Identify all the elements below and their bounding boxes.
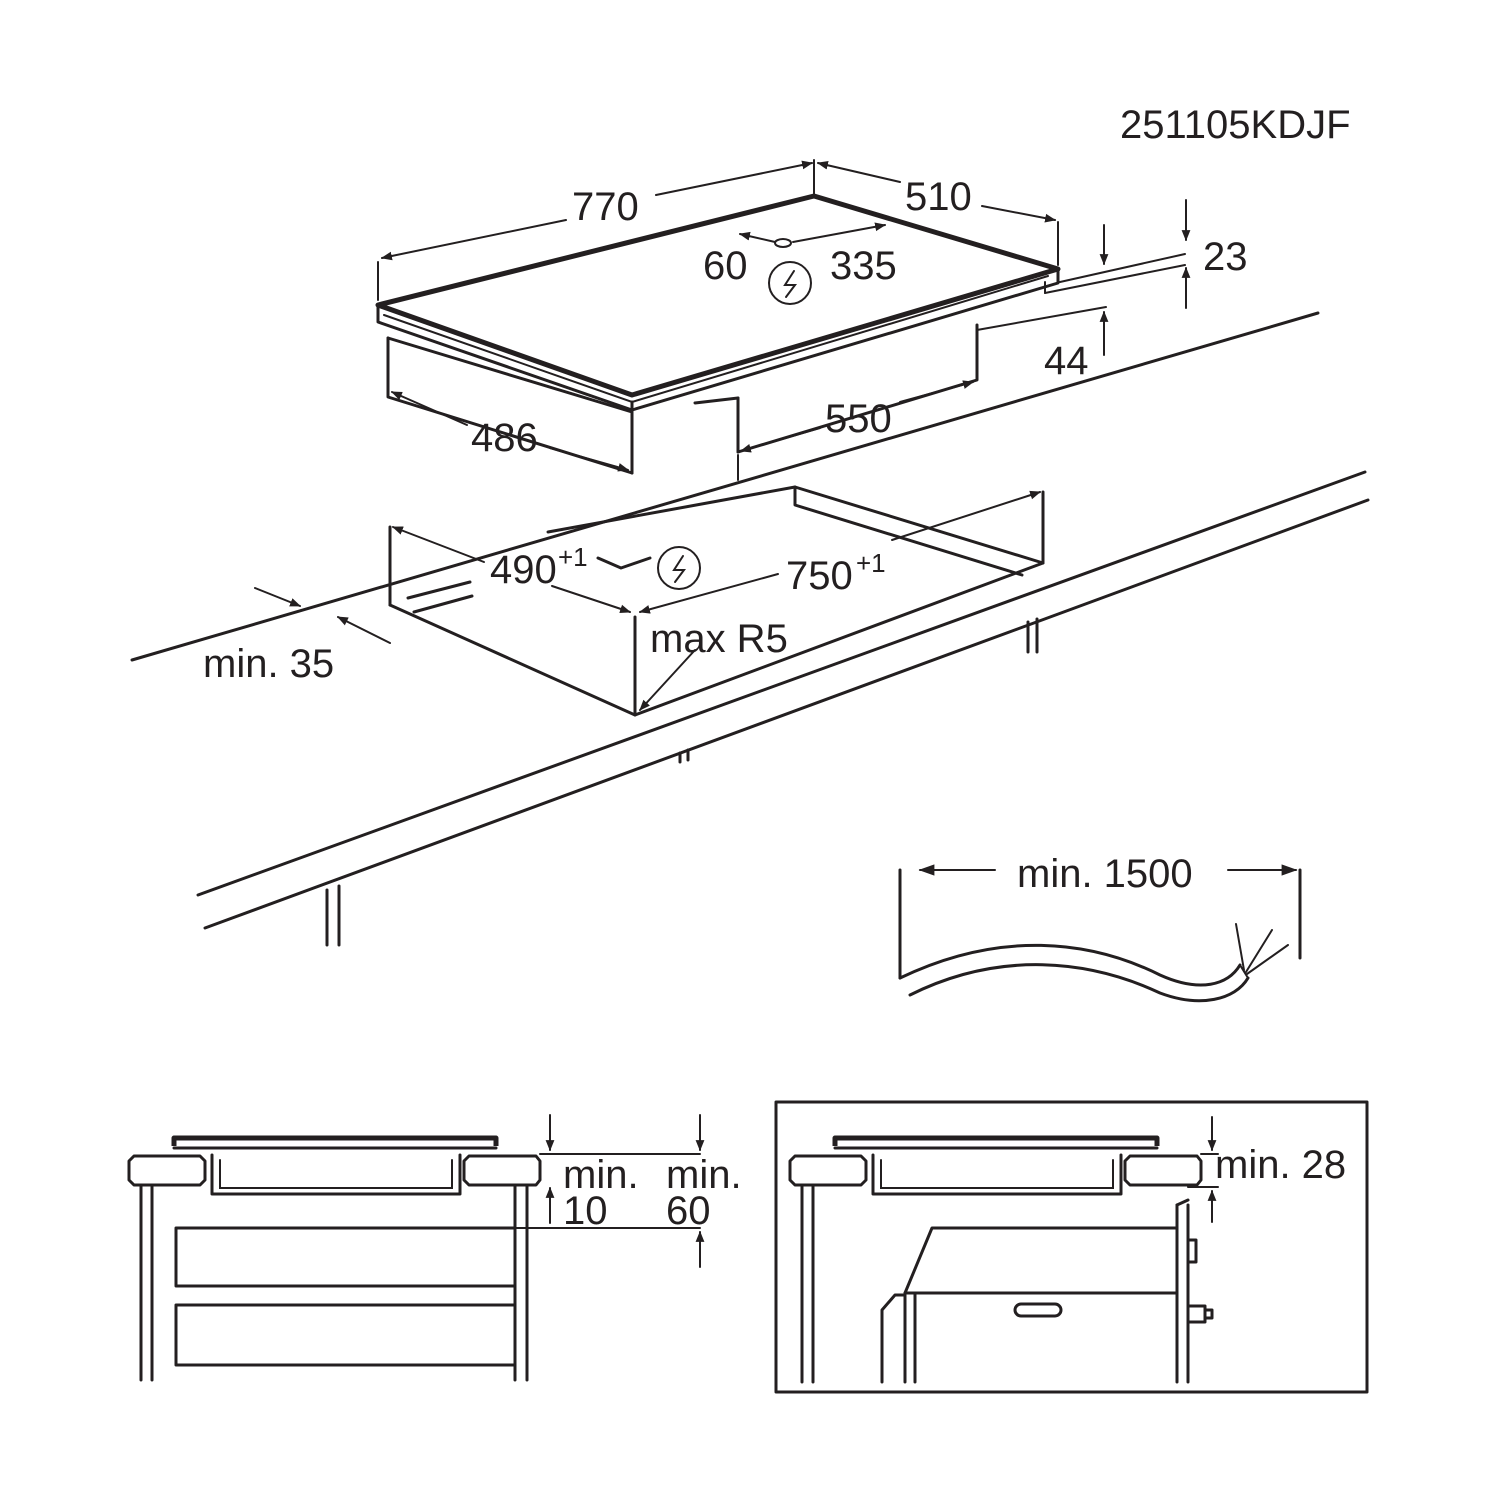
hob-width-label: 770: [572, 185, 639, 229]
corner-radius-label: max R5: [650, 617, 788, 661]
gap-value-2: 60: [666, 1189, 711, 1233]
cutout-width-label: 750: [786, 554, 853, 598]
hob-glass-plate: [375, 193, 1061, 420]
connection-left-label: 60: [703, 244, 748, 288]
gap-label-1: min.: [563, 1153, 639, 1197]
section-oven: [774, 1100, 1369, 1394]
cutout-width-tolerance: +1: [856, 548, 886, 578]
diagram-code: 251105KDJF: [1120, 103, 1351, 147]
hob-depth-label: 510: [905, 175, 972, 219]
cable-length-label: min. 1500: [1017, 852, 1193, 896]
body-depth-label: 486: [471, 416, 538, 460]
gap-label-2: min.: [666, 1153, 742, 1197]
hob-thickness-label: 23: [1203, 235, 1248, 279]
cutout-depth-tolerance: +1: [558, 542, 588, 572]
electrical-connection-icon: [657, 546, 701, 590]
cutout-opening: [388, 485, 1045, 717]
section-drawers: [127, 1114, 705, 1382]
oven-gap-label: min. 28: [1215, 1143, 1346, 1187]
power-cable: [898, 864, 1302, 1003]
electrical-connection-icon: [768, 261, 812, 305]
body-height-label: 44: [1044, 339, 1089, 383]
cutout-depth-label: 490: [490, 548, 557, 592]
connection-right-label: 335: [830, 244, 897, 288]
edge-distance-label: min. 35: [203, 642, 334, 686]
body-width-label: 550: [825, 397, 892, 441]
countertop: [130, 311, 1370, 947]
gap-value-1: 10: [563, 1189, 608, 1233]
